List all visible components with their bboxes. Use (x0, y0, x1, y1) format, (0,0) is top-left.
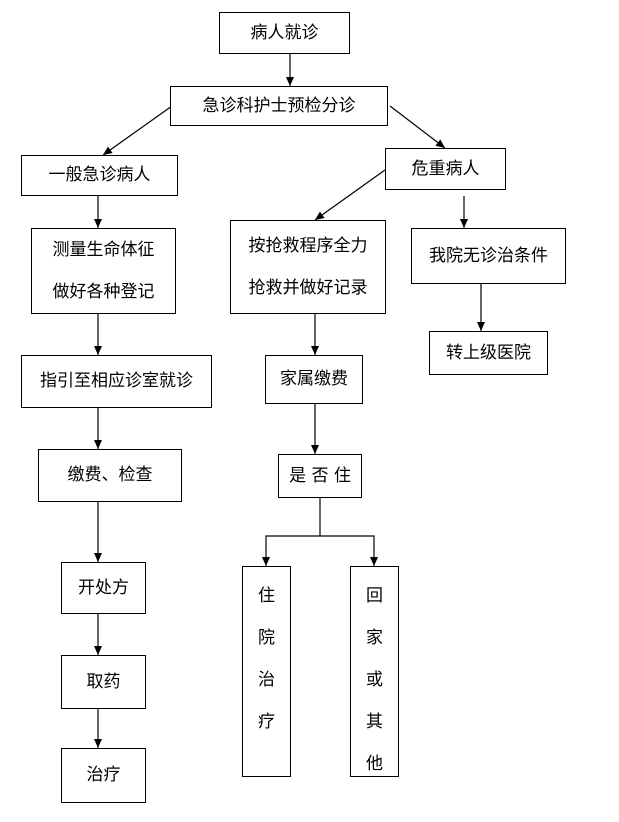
node-measure-vitals: 测量生命体征 做好各种登记 (31, 228, 176, 314)
node-guide-clinic-label: 指引至相应诊室就诊 (40, 371, 193, 392)
node-guide-clinic: 指引至相应诊室就诊 (21, 355, 212, 408)
arrow-critical-to-rescue (314, 169, 386, 221)
node-go-home-char2: 家 (366, 628, 383, 648)
node-inpatient-treatment: 住 院 治 疗 (242, 566, 291, 777)
node-prescribe: 开处方 (61, 562, 146, 614)
node-measure-vitals-line1: 测量生命体征 (52, 240, 155, 260)
node-critical-patient: 危重病人 (385, 148, 506, 190)
connector-hospitalize-branch-right (320, 535, 378, 566)
node-family-pay-label: 家属缴费 (280, 369, 348, 390)
node-get-medicine: 取药 (61, 655, 146, 709)
node-go-home-char4: 其 (366, 712, 383, 732)
node-prescribe-label: 开处方 (78, 577, 129, 598)
node-treatment: 治疗 (61, 748, 146, 803)
node-go-home-char1: 回 (366, 586, 383, 606)
node-inpatient-char4: 疗 (258, 712, 275, 732)
node-triage: 急诊科护士预检分诊 (170, 86, 388, 126)
node-general-patient: 一般急诊病人 (21, 155, 178, 196)
node-rescue-procedure-line2: 抢救并做好记录 (248, 278, 368, 298)
node-go-home-other: 回 家 或 其 他 (350, 566, 399, 777)
node-measure-vitals-line2: 做好各种登记 (52, 282, 155, 302)
node-treatment-label: 治疗 (86, 765, 121, 786)
node-hospitalize-question: 是 否 住 (278, 454, 362, 498)
node-rescue-procedure: 按抢救程序全力 抢救并做好记录 (230, 220, 386, 314)
node-inpatient-char2: 院 (258, 628, 275, 648)
node-inpatient-char1: 住 (258, 586, 275, 606)
node-patient-visit-label: 病人就诊 (250, 22, 319, 43)
node-triage-label: 急诊科护士预检分诊 (202, 95, 356, 116)
arrow-triage-to-general (102, 105, 173, 156)
node-hospitalize-question-label: 是 否 住 (289, 465, 351, 486)
node-critical-patient-label: 危重病人 (411, 158, 480, 179)
node-no-conditions: 我院无诊治条件 (411, 228, 566, 284)
node-pay-check: 缴费、检查 (38, 449, 182, 502)
node-rescue-procedure-line1: 按抢救程序全力 (248, 236, 368, 256)
arrow-triage-to-critical (389, 105, 446, 149)
node-transfer-higher-label: 转上级医院 (446, 342, 531, 363)
node-no-conditions-label: 我院无诊治条件 (429, 245, 548, 266)
node-family-pay: 家属缴费 (265, 355, 363, 404)
node-general-patient-label: 一般急诊病人 (48, 165, 151, 186)
node-pay-check-label: 缴费、检查 (67, 465, 153, 486)
connector-hospitalize-branch (262, 498, 321, 566)
node-transfer-higher: 转上级医院 (429, 331, 548, 375)
node-go-home-char5: 他 (366, 754, 383, 774)
node-go-home-char3: 或 (366, 670, 383, 690)
node-get-medicine-label: 取药 (86, 671, 121, 692)
node-patient-visit: 病人就诊 (219, 12, 350, 54)
node-inpatient-char3: 治 (258, 670, 275, 690)
